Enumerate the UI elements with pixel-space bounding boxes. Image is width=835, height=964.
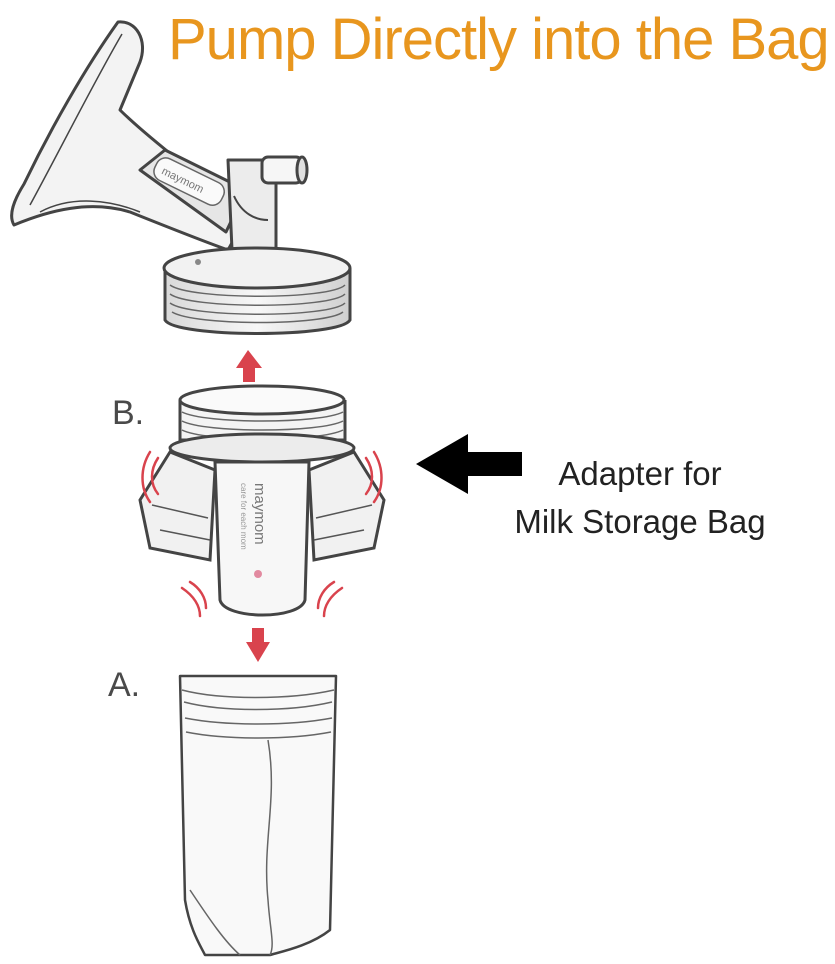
arrow-down-icon xyxy=(246,628,270,662)
milk-storage-bag xyxy=(178,674,338,957)
squeeze-motion-marks xyxy=(141,450,383,618)
pump-cap xyxy=(162,246,352,335)
adapter-tagline-text: care for each mom xyxy=(239,483,248,550)
callout-line-2: Milk Storage Bag xyxy=(514,503,766,540)
adapter-callout: Adapter for Milk Storage Bag xyxy=(500,450,780,546)
adapter-logo-text: maymom xyxy=(251,483,268,545)
step-b-label: B. xyxy=(112,394,145,432)
step-a-label: A. xyxy=(108,666,141,704)
arrow-left-icon xyxy=(416,434,522,494)
breast-shield: maymom xyxy=(10,20,309,252)
callout-line-1: Adapter for xyxy=(558,455,722,492)
page-title: Pump Directly into the Bag xyxy=(168,7,830,72)
bag-adapter: maymom care for each mom xyxy=(138,384,386,617)
arrow-up-icon xyxy=(236,350,262,382)
